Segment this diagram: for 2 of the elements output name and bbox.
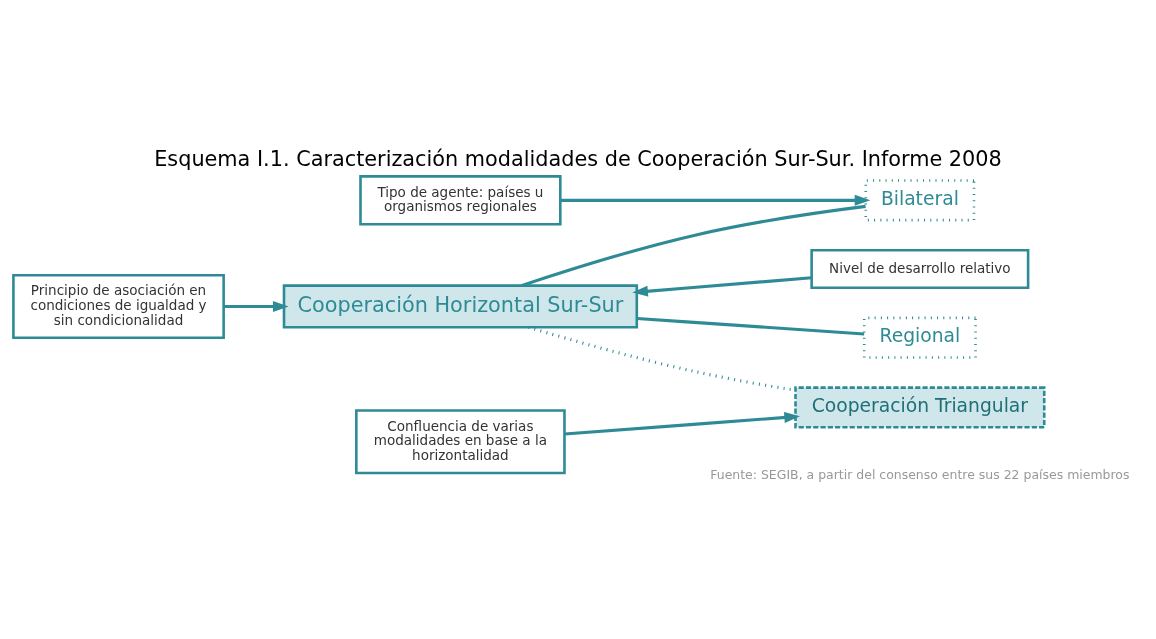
caption: Fuente: SEGIB, a partir del consenso entre sus 22 países miembros: [710, 466, 1130, 482]
diagram-title: Esquema I.1. Caracterización modalidades de Cooperación Sur-Sur. Informe 2008: [154, 146, 1002, 171]
